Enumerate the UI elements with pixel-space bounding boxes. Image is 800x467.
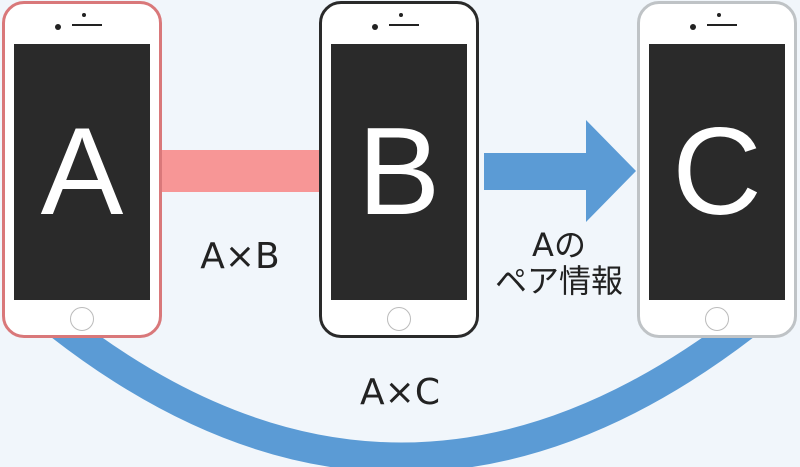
link-a-b (160, 150, 322, 192)
speaker-icon (72, 24, 102, 26)
home-button-icon (705, 307, 729, 331)
phone-screen: C (649, 44, 785, 300)
camera-icon (690, 24, 696, 30)
speaker-icon (707, 24, 737, 26)
label-pair-line1: Aの (532, 226, 586, 264)
phone-a: A (2, 1, 162, 338)
sensor-icon (82, 13, 86, 17)
phone-screen: B (331, 44, 467, 300)
home-button-icon (387, 307, 411, 331)
label-pair-line2: ペア情報 (494, 262, 623, 300)
camera-icon (55, 24, 61, 30)
arrow-b-to-c (484, 120, 636, 222)
label-a-x-c: A×C (360, 372, 440, 413)
sensor-icon (717, 13, 721, 17)
phone-c: C (637, 1, 797, 338)
phone-b: B (319, 1, 479, 338)
curve-a-to-c (50, 313, 755, 467)
sensor-icon (399, 13, 403, 17)
label-a-x-b: A×B (200, 236, 280, 277)
camera-icon (372, 24, 378, 30)
home-button-icon (70, 307, 94, 331)
speaker-icon (389, 24, 419, 26)
phone-screen: A (14, 44, 150, 300)
